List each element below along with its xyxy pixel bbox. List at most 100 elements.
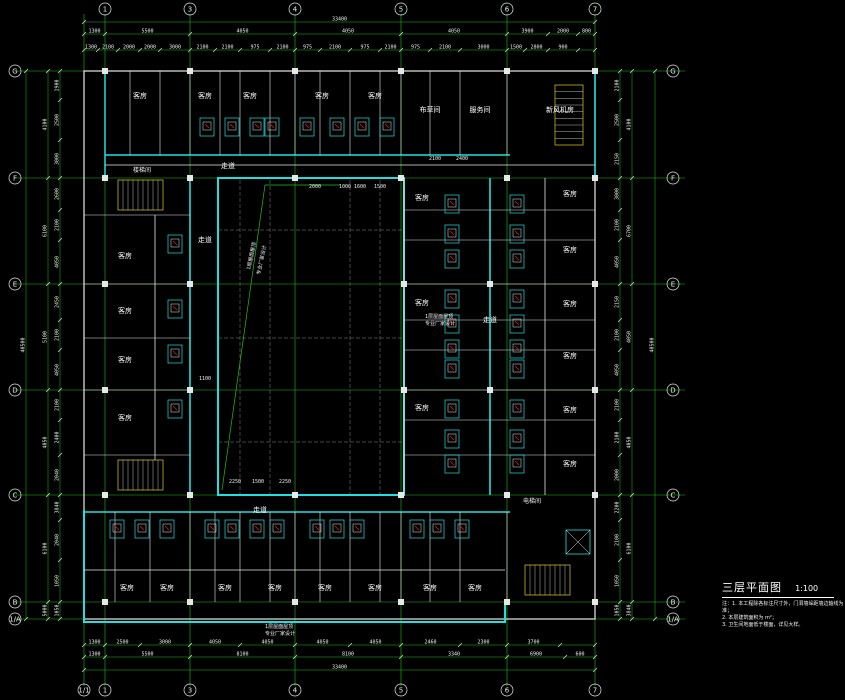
stair-outline	[524, 564, 571, 596]
title-block: 三层平面图 1:100 注：1. 本工程除各标注尺寸外，门洞墙垛距墙边轴线为准；…	[722, 576, 845, 629]
toilet-icon	[272, 523, 282, 533]
note-line: 2. 本层建筑面积为 m²；	[722, 615, 777, 621]
dimension-tick	[398, 31, 404, 37]
grid-bubble-bottom-circle	[588, 683, 602, 697]
bathroom-right	[444, 314, 460, 334]
dimension-value: 2000	[615, 469, 621, 481]
grid-bubble-bottom-circle	[183, 683, 197, 697]
toilet-icon	[447, 433, 457, 443]
dimension-tick	[557, 642, 563, 648]
grid-bubble-right-circle	[666, 595, 680, 609]
toilet-icon	[447, 403, 457, 413]
dimension-tick	[187, 31, 193, 37]
dimension-tick	[57, 97, 63, 103]
toilet-icon	[207, 523, 217, 533]
bathroom-bottom	[159, 519, 175, 539]
drain-mark	[172, 350, 178, 356]
grid-bubble-bottom-circle	[77, 683, 91, 697]
dimension-value: 900	[558, 45, 567, 51]
leader-line	[221, 184, 266, 491]
drain-mark	[449, 320, 455, 326]
note-line: 3. 卫生间地面低于楼面，详见大样。	[722, 622, 804, 628]
elevator-shaft	[565, 529, 591, 555]
drain-mark	[449, 405, 455, 411]
column	[398, 68, 404, 74]
dimension-tick	[57, 387, 63, 393]
grid-bubble-left-label: B	[13, 599, 18, 607]
bottom-parapet	[83, 510, 506, 623]
column	[292, 68, 298, 74]
dimension-value: 2100	[221, 45, 233, 51]
toilet-icon	[302, 121, 312, 131]
dimension-tick	[212, 47, 218, 53]
dimension-value: 2800	[530, 45, 542, 51]
toilet-icon	[382, 121, 392, 131]
dimension-value: 2150	[615, 296, 621, 308]
drain-mark	[514, 460, 520, 466]
drain-mark	[514, 365, 520, 371]
drain-mark	[514, 320, 520, 326]
interior-dimension: 2000	[309, 184, 321, 190]
dimension-tick	[617, 137, 623, 143]
dimension-value: 3900	[521, 29, 533, 35]
dimension-value: 3700	[527, 640, 539, 646]
grid-bubble-left-circle	[8, 612, 22, 626]
grid-bubble-top-label: 1	[103, 6, 107, 14]
bathroom-top	[199, 117, 215, 137]
dimension-tick	[592, 667, 598, 673]
dimension-tick	[652, 68, 658, 74]
dimension-tick	[57, 599, 63, 605]
dimension-tick	[267, 47, 273, 53]
toilet-icon	[512, 433, 522, 443]
stair-south-west	[117, 459, 164, 491]
grid-bubble-left-circle	[8, 277, 22, 291]
dimension-value: 600	[575, 652, 584, 658]
dimension-tick	[45, 616, 51, 622]
column	[398, 492, 404, 498]
grid-bubble-right-label: B	[671, 599, 676, 607]
dimension-tick	[57, 207, 63, 213]
interior-dimension: 1100	[199, 376, 211, 382]
dimension-value: 6100	[43, 225, 49, 237]
dimension-tick	[617, 492, 623, 498]
interior-dimension: 2100	[429, 156, 441, 162]
bathroom-right	[444, 194, 460, 214]
toilet-icon	[457, 523, 467, 533]
toilet-icon	[170, 348, 180, 358]
toilet-icon	[332, 523, 342, 533]
dimension-value: 2000	[144, 45, 156, 51]
stair-outline	[117, 179, 164, 211]
drain-mark	[514, 435, 520, 441]
bathroom-left	[167, 234, 183, 254]
bathroom-right	[509, 429, 525, 449]
dimension-value: 2100	[384, 45, 396, 51]
room-label-guest: 客房	[563, 299, 577, 308]
column	[102, 492, 108, 498]
toilet-icon	[227, 121, 237, 131]
toilet-icon	[512, 318, 522, 328]
drain-mark	[449, 295, 455, 301]
dimension-tick	[629, 68, 635, 74]
dimension-value: 800	[582, 29, 591, 35]
drain-mark	[384, 123, 390, 129]
drain-mark	[204, 123, 210, 129]
dimension-value: 4050	[55, 364, 61, 376]
drain-mark	[209, 525, 215, 531]
dimension-tick	[187, 642, 193, 648]
dimension-tick	[57, 317, 63, 323]
dimension-value: 3000	[169, 45, 181, 51]
dimension-tick	[617, 281, 623, 287]
dimension-value: 1050	[615, 575, 621, 587]
drain-mark	[139, 525, 145, 531]
dimension-tick	[102, 31, 108, 37]
dimension-value: 2000	[123, 45, 135, 51]
dimension-value: 2100	[55, 329, 61, 341]
grid-bubble-right-circle	[666, 171, 680, 185]
drain-mark	[334, 123, 340, 129]
walls	[83, 68, 598, 623]
bathroom-bottom	[224, 519, 240, 539]
drain-mark	[334, 525, 340, 531]
dimension-tick	[137, 642, 143, 648]
grid-bubble-left-circle	[8, 171, 22, 185]
bathroom-bottom	[329, 519, 345, 539]
